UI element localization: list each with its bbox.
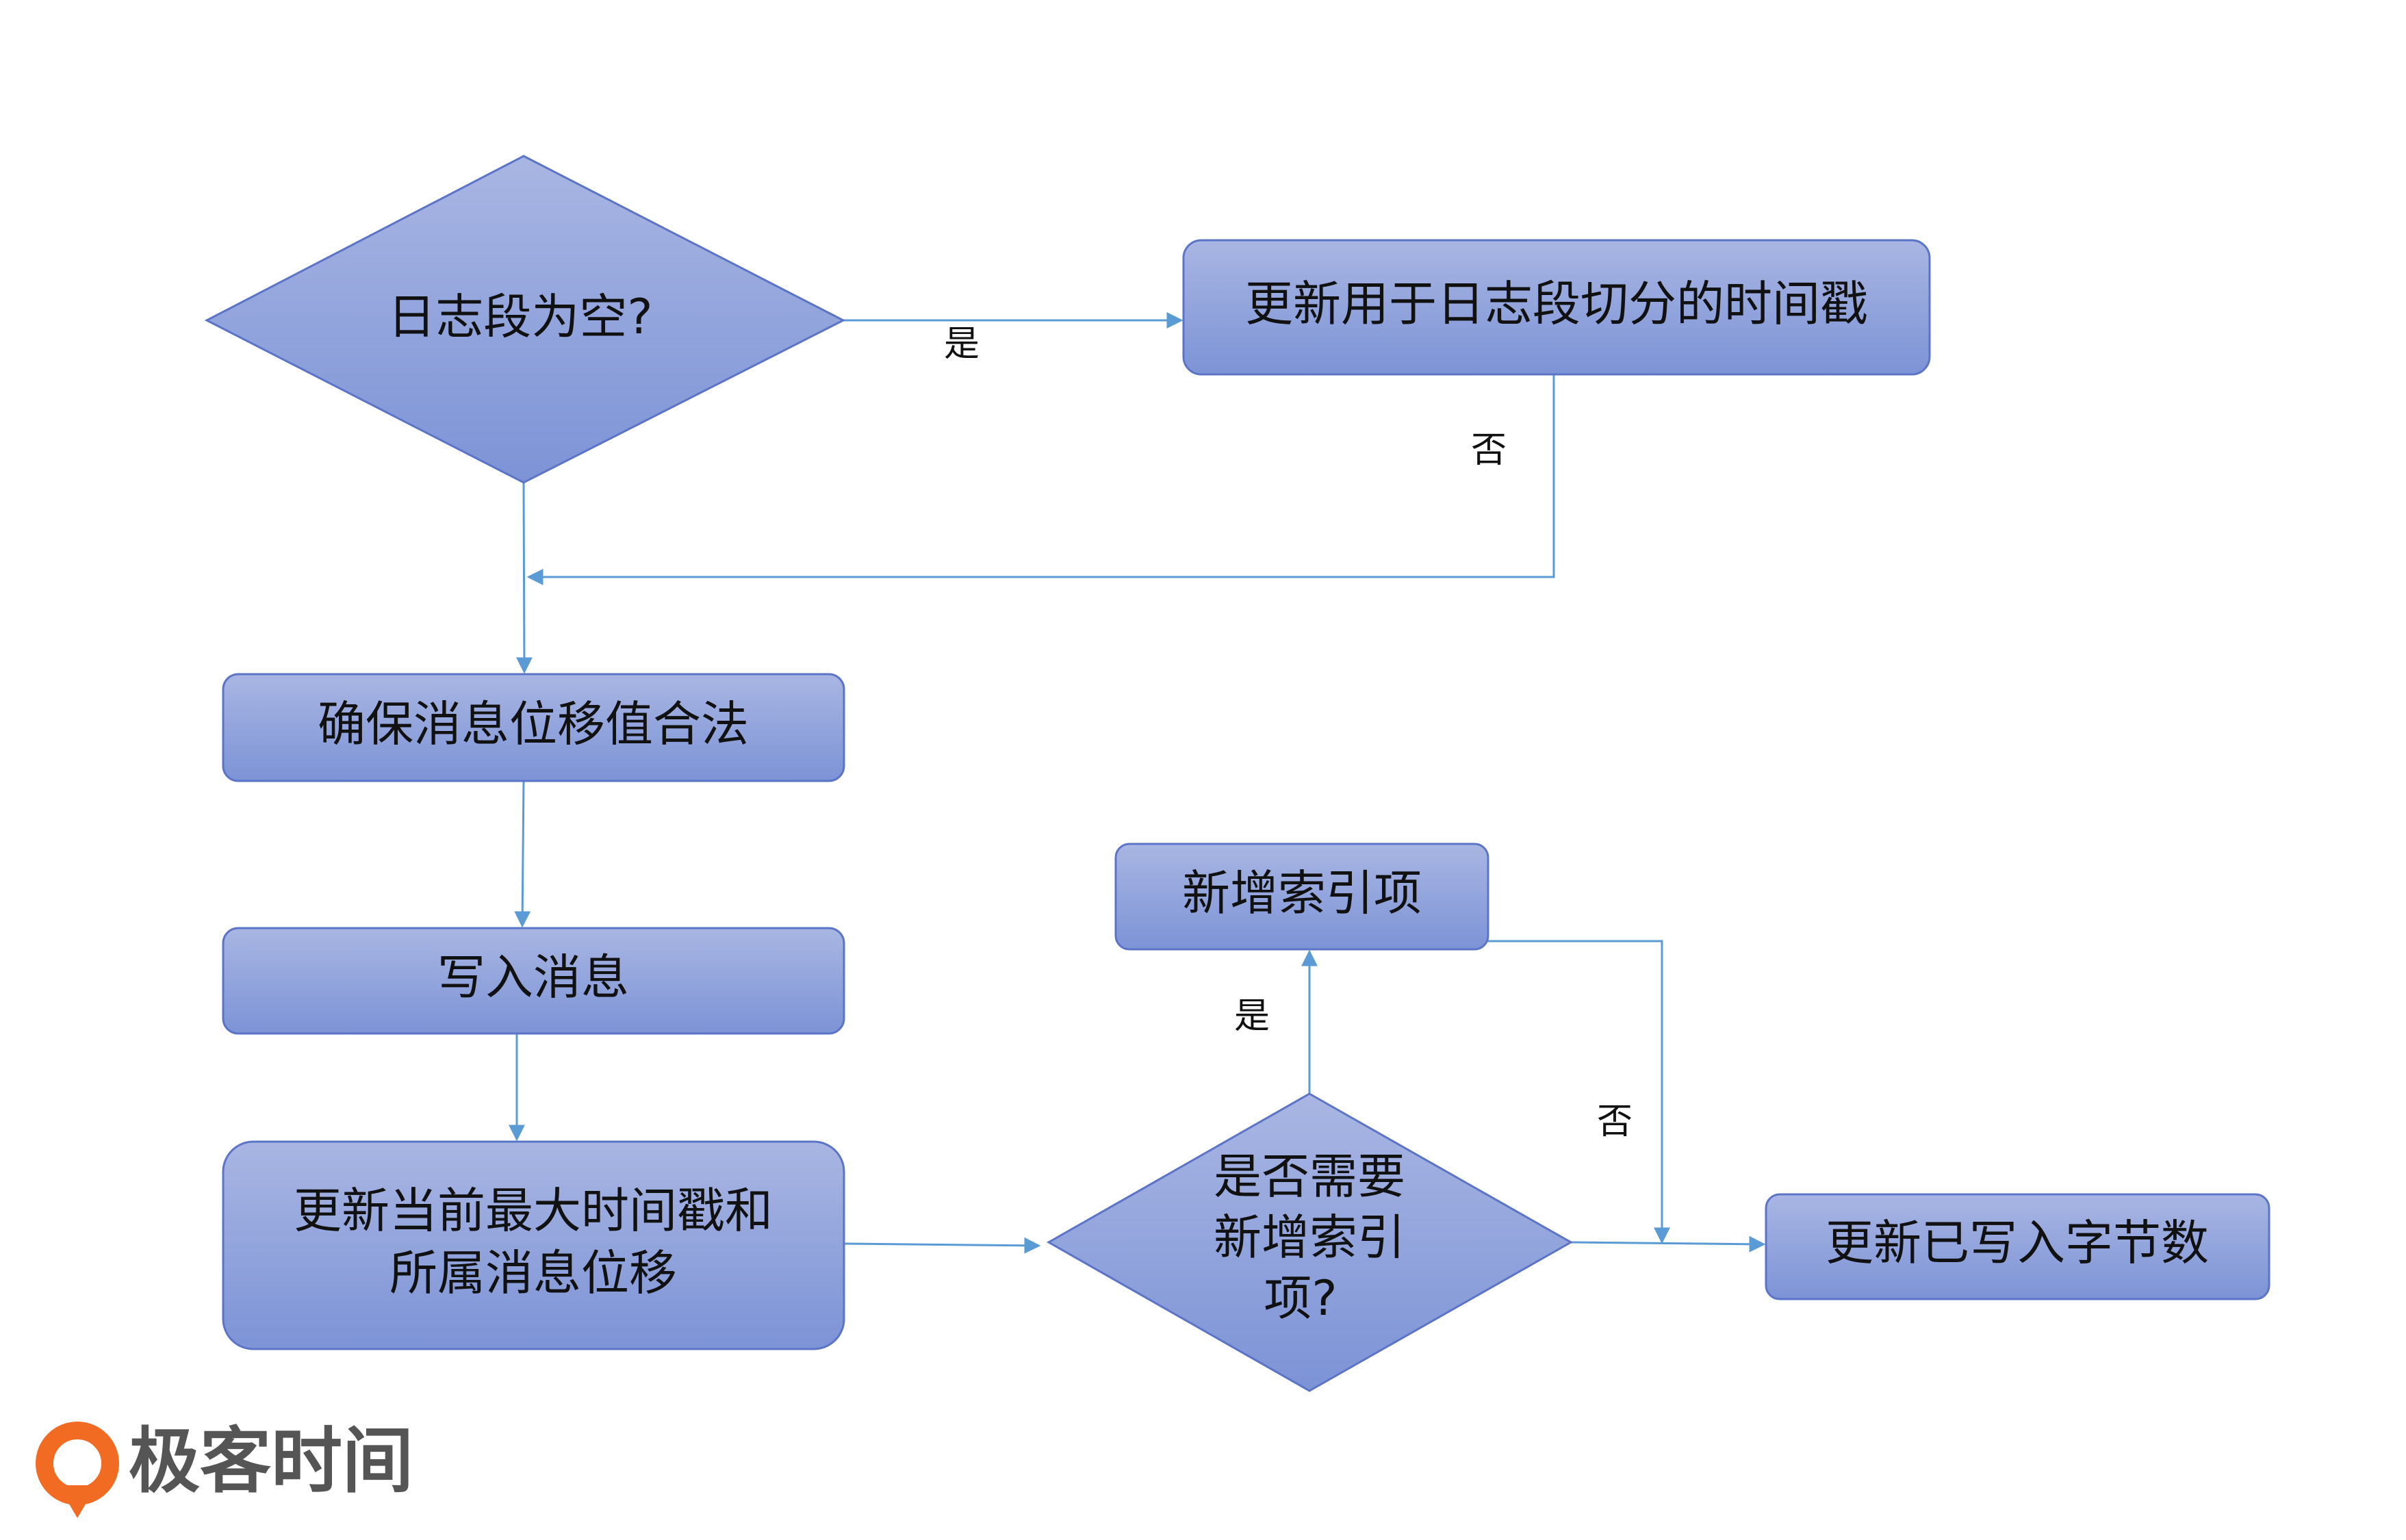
node-ensure-offset: 确保消息位移值合法 [222,673,845,782]
decision-empty-shape [204,155,846,484]
node-decision-index: 是否需要 新增索引 项? [1046,1092,1574,1392]
node-update-max-ts: 更新当前最大时间戳和 所属消息位移 [222,1140,845,1350]
update-max-ts-label-line1: 更新当前最大时间戳和 [294,1183,773,1239]
logo: 极客时间 [36,1419,413,1518]
add-index-shape [1114,843,1489,951]
ensure-offset-shape [222,673,845,782]
edge-split-return-no [526,373,1555,585]
edge-ensure-to-write [514,780,531,928]
update-max-ts-shape [222,1140,845,1350]
update-split-ts-label: 更新用于日志段切分的时间戳 [1245,276,1868,332]
node-add-index: 新增索引项 [1114,843,1489,951]
decision-empty-label: 日志段为空? [387,289,652,345]
edge-label-empty-yes: 是 [944,324,980,365]
edge-update-ts-to-decision [843,1237,1041,1254]
edge-decision-to-bytes-no [1570,1235,1766,1253]
edge-label-index-yes: 是 [1234,996,1270,1037]
decision-index-label-line3: 项? [1264,1270,1337,1326]
node-decision-empty: 日志段为空? [204,155,846,484]
update-max-ts-label-line2: 所属消息位移 [389,1245,677,1301]
node-write-msg: 写入消息 [222,927,845,1035]
update-bytes-label: 更新已写入字节数 [1826,1215,2209,1271]
write-msg-shape [222,927,845,1035]
logo-mark-icon [36,1422,119,1518]
logo-text: 极客时间 [129,1419,413,1502]
write-msg-label: 写入消息 [437,949,629,1005]
update-split-ts-shape [1182,239,1931,376]
edge-label-split-no: 否 [1471,430,1507,471]
update-bytes-shape [1765,1193,2270,1300]
edge-label-index-no: 否 [1597,1101,1633,1142]
add-index-label: 新增索引项 [1182,865,1422,921]
decision-index-shape [1046,1092,1574,1392]
node-update-bytes: 更新已写入字节数 [1765,1193,2270,1300]
decision-index-label-line2: 新增索引 [1214,1209,1405,1266]
node-update-split-ts: 更新用于日志段切分的时间戳 [1182,239,1931,376]
edges [509,312,1766,1254]
decision-index-label-line1: 是否需要 [1214,1148,1405,1205]
ensure-offset-label: 确保消息位移值合法 [318,696,749,752]
